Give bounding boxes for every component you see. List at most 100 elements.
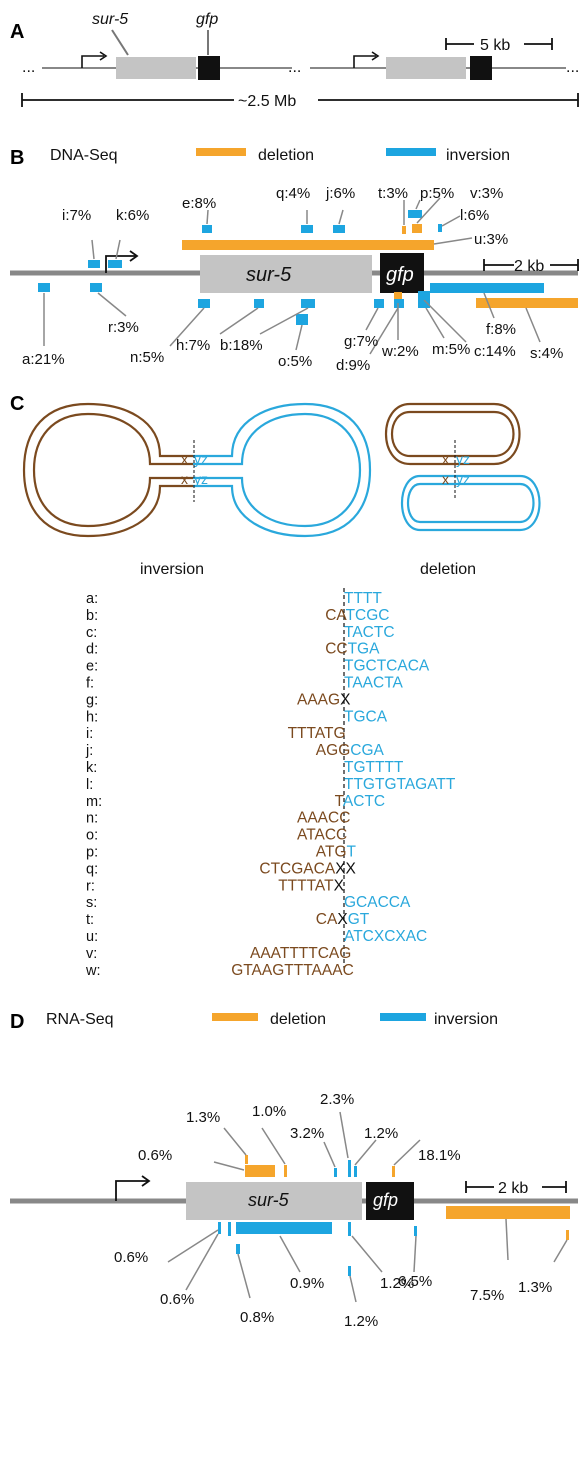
pct-0.6-bottom: 0.6% [160,1291,194,1308]
inv-yz-upper: yz [194,451,208,467]
label-p: p:5% [420,185,454,202]
seq-junction: AAATTTTCAG [250,945,351,962]
sur5-box-a1 [116,57,196,79]
seq-key: c: [86,625,97,641]
inversion-bar-h [254,299,264,308]
dots-right-a: ... [566,59,579,76]
pct-7.5: 7.5% [470,1287,504,1304]
label-n: n:5% [130,349,164,366]
del-yz-upper: yz [456,451,470,467]
seq-key: v: [86,946,97,962]
label-i: i:7% [62,207,91,224]
seq-junction: CTCGACAXX [259,860,356,877]
panel-c: C x yz x yz inversion x yz x yz deletion… [10,393,540,979]
seq-junction: CATCGC [325,607,389,624]
seq-key: t: [86,912,94,928]
rna-inversion-bar-2.3 [348,1160,351,1177]
pct-1.2-top: 1.2% [364,1125,398,1142]
label-j: j:6% [325,185,355,202]
inversion-bar-a [38,283,50,292]
label-o: o:5% [278,353,312,370]
label-b: b:18% [220,337,263,354]
inversion-bar-k [108,260,122,268]
inv-yz-lower: yz [194,471,208,487]
seq-junction: TGTTTT [344,759,404,776]
label-v: v:3% [470,185,503,202]
gfp-box-a1 [198,56,220,80]
seq-junction: TACTC [335,793,386,810]
legend-inversion-label-d: inversion [434,1011,498,1028]
inversion-caption: inversion [140,561,204,578]
seq-key: q: [86,861,98,877]
seq-junction: TGCA [344,708,388,725]
inversion-bar-q [301,225,313,233]
label-e: e:8% [182,195,216,212]
inversion-bar-o [296,314,308,325]
inversion-bar-f [430,283,544,293]
inversion-schematic [24,404,370,536]
label-q: q:4% [276,185,310,202]
seq-key: g: [86,692,98,708]
seq-junction: CCTGA [325,641,380,658]
seq-key: w: [85,963,101,979]
pct-0.9: 0.9% [290,1275,324,1292]
inversion-bar-d [394,299,404,308]
panel-b: B DNA-Seq deletion inversion sur-5 gfp 2… [10,147,578,374]
sur5-box-a2 [386,57,466,79]
seq-key: r: [86,878,95,894]
pct-1.2-bottom: 1.2% [344,1313,378,1330]
pct-0.8: 0.8% [240,1309,274,1326]
seq-junction: TGCTCACA [344,658,430,675]
rna-deletion-bar-0.6 [245,1165,275,1177]
panel-c-label: C [10,393,24,415]
inversion-bar-n [198,299,210,308]
label-a: a:21% [22,351,65,368]
seq-junction: GTAAGTTTAAAC [231,962,354,979]
rna-deletion-bar-1.0 [284,1165,287,1177]
rna-inversion-bar-1.2-top [354,1166,357,1177]
label-t: t:3% [378,185,408,202]
sur5-label-a: sur-5 [92,11,128,28]
rna-deletion-bar-7.5 [446,1206,570,1219]
seq-key: k: [86,760,97,776]
legend-deletion-swatch-d [212,1013,258,1021]
panel-a-label: A [10,21,24,43]
label-c: c:14% [474,343,516,360]
rna-inversion-bar-3.2 [334,1168,337,1177]
pct-1.2-mid: 1.2% [380,1275,414,1292]
seq-junction: AAACC [297,810,350,827]
promoter-arrow-icon-a2 [354,56,376,68]
pct-3.2: 3.2% [290,1125,324,1142]
pct-0.6-top: 0.6% [138,1147,172,1164]
deletion-bar-t [402,226,406,234]
gfp-box-a2 [470,56,492,80]
seq-junction: ATACC [297,827,347,844]
legend-inversion-label-b: inversion [446,147,510,164]
inversion-bar-v [408,210,422,218]
promoter-arrow-icon-a1 [82,56,104,68]
panel-d-label: D [10,1011,24,1033]
rna-inversion-bar-1.2-bottom [348,1266,351,1276]
scale-label-a: 5 kb [480,37,510,54]
seq-junction: TTGTGTAGATT [344,776,456,793]
junction-sequence-list: a:TTTTb:CATCGCc:TACTCd:CCTGAe:TGCTCACAf:… [85,590,456,979]
label-m: m:5% [432,341,470,358]
deletion-bar-s [476,298,578,308]
seq-key: o: [86,828,98,844]
seq-key: f: [86,676,94,692]
del-yz-lower: yz [456,471,470,487]
rna-deletion-bar-1.3 [245,1155,248,1164]
seq-key: a: [86,591,98,607]
legend-deletion-label-b: deletion [258,147,314,164]
scale-label-d: 2 kb [498,1180,528,1197]
label-s: s:4% [530,345,563,362]
seq-junction: TTTT [344,590,382,607]
label-d: d:9% [336,357,370,374]
rna-inversion-bar-6.5 [414,1226,417,1236]
seq-junction: AGGCGA [316,742,385,759]
rnaseq-title: RNA-Seq [46,1011,114,1028]
dots-mid-a: ... [288,59,301,76]
rna-inversion-bar-1.2-mid [348,1222,351,1236]
label-f: f:8% [486,321,516,338]
